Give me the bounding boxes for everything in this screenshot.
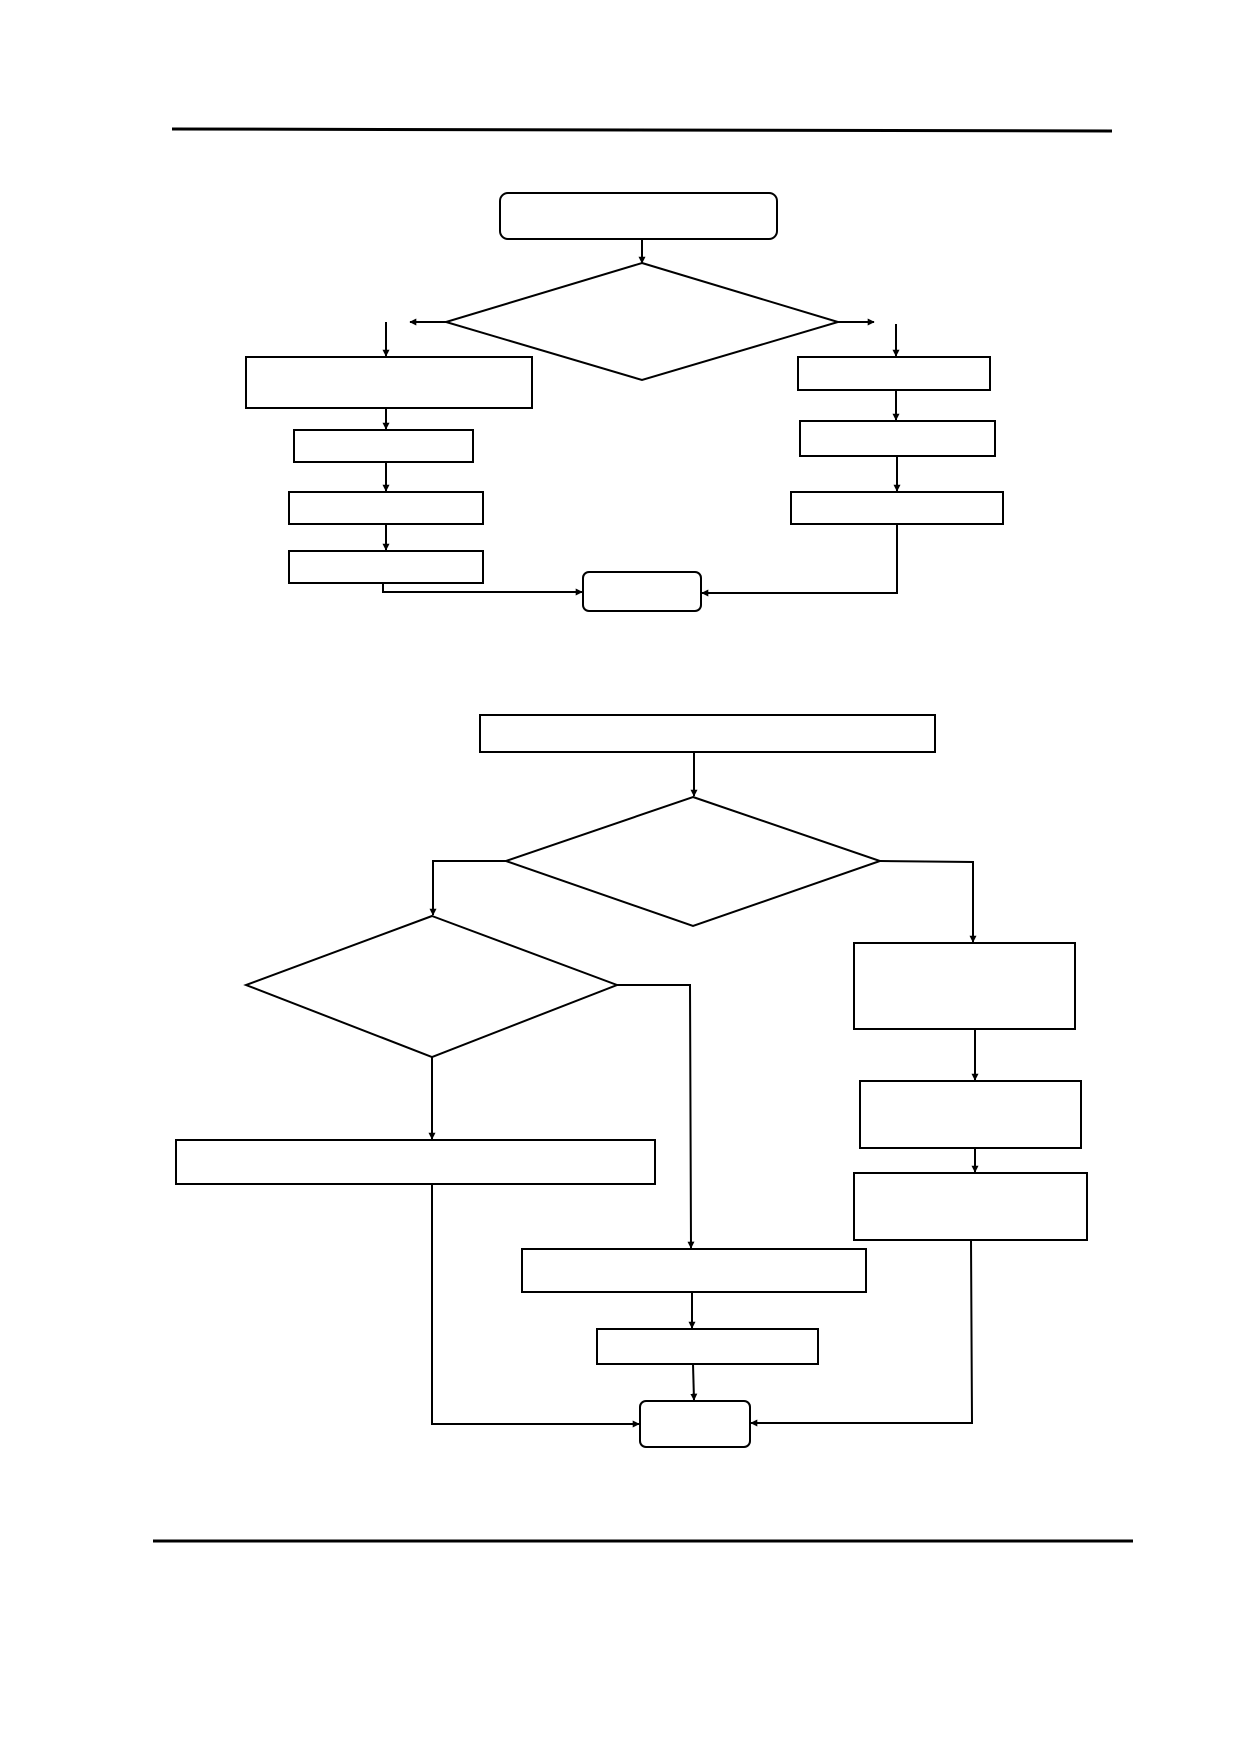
f2-sub-decision-diamond: [243, 914, 620, 1059]
f1-arrow-left-to-end: [382, 583, 583, 596]
f2-arrow-right-to-end: [750, 1239, 974, 1427]
f2-arrow-decision-to-subdecision: [429, 860, 506, 916]
f2-arrow-middle-to-end: [690, 1363, 698, 1401]
f2-middle-process-1: [521, 1248, 867, 1293]
f2-main-decision-diamond: [502, 795, 884, 928]
f2-right-process-2: [859, 1080, 1082, 1149]
f2-middle-process-2: [596, 1328, 819, 1365]
f1-left-process-4: [288, 550, 484, 584]
f1-start-terminal: [499, 192, 778, 240]
top-rule: [171, 127, 1113, 133]
f2-right-process-3: [853, 1172, 1088, 1241]
flowchart-1: [245, 192, 1004, 612]
f2-left-process: [175, 1139, 656, 1185]
f1-end-terminal: [582, 571, 702, 612]
f1-arrow-right-to-end: [701, 524, 898, 597]
f1-left-process-1: [245, 356, 533, 409]
f2-arrow-left-to-end: [431, 1184, 640, 1428]
f1-left-process-3: [288, 491, 484, 525]
f2-start-process: [479, 714, 936, 753]
f2-arrow-subdecision-to-middle: [617, 984, 695, 1249]
f1-decision-diamond: [442, 261, 842, 382]
f2-right-process-1: [853, 942, 1076, 1030]
f2-arrow-decision-to-right: [879, 860, 977, 943]
f1-right-process-3: [790, 491, 1004, 525]
f1-left-process-2: [293, 429, 474, 463]
f1-right-process-1: [797, 356, 991, 391]
f1-right-process-2: [799, 420, 996, 457]
flowchart-2: [175, 714, 1088, 1448]
f2-end-terminal: [639, 1400, 751, 1448]
